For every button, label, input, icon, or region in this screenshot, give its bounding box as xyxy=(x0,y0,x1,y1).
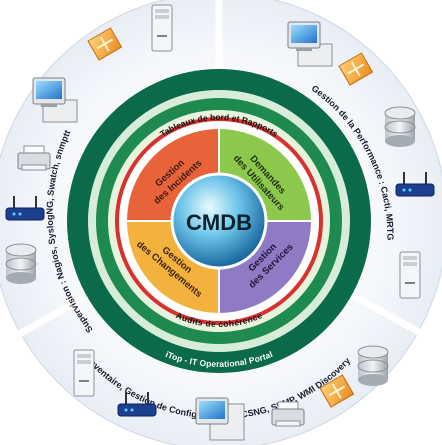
network-router-icon xyxy=(117,392,157,417)
printer-icon xyxy=(271,401,305,427)
network-router-icon xyxy=(5,196,45,221)
cmdb-core[interactable]: CMDB xyxy=(170,172,268,270)
network-router-icon xyxy=(395,172,435,197)
tower-server-icon xyxy=(73,349,95,397)
desktop-computer-icon xyxy=(195,397,245,441)
disk-storage-icon xyxy=(384,106,416,147)
desktop-computer-icon xyxy=(32,77,78,123)
disk-storage-icon xyxy=(5,243,37,284)
cmdb-title: CMDB xyxy=(186,210,252,235)
software-package-icon xyxy=(319,374,355,408)
tower-server-icon xyxy=(151,4,173,52)
software-package-icon xyxy=(87,27,123,61)
software-package-icon xyxy=(338,52,374,86)
tower-server-icon xyxy=(399,251,421,299)
disk-storage-icon xyxy=(357,345,389,386)
desktop-computer-icon xyxy=(287,21,333,67)
printer-icon xyxy=(17,145,51,171)
